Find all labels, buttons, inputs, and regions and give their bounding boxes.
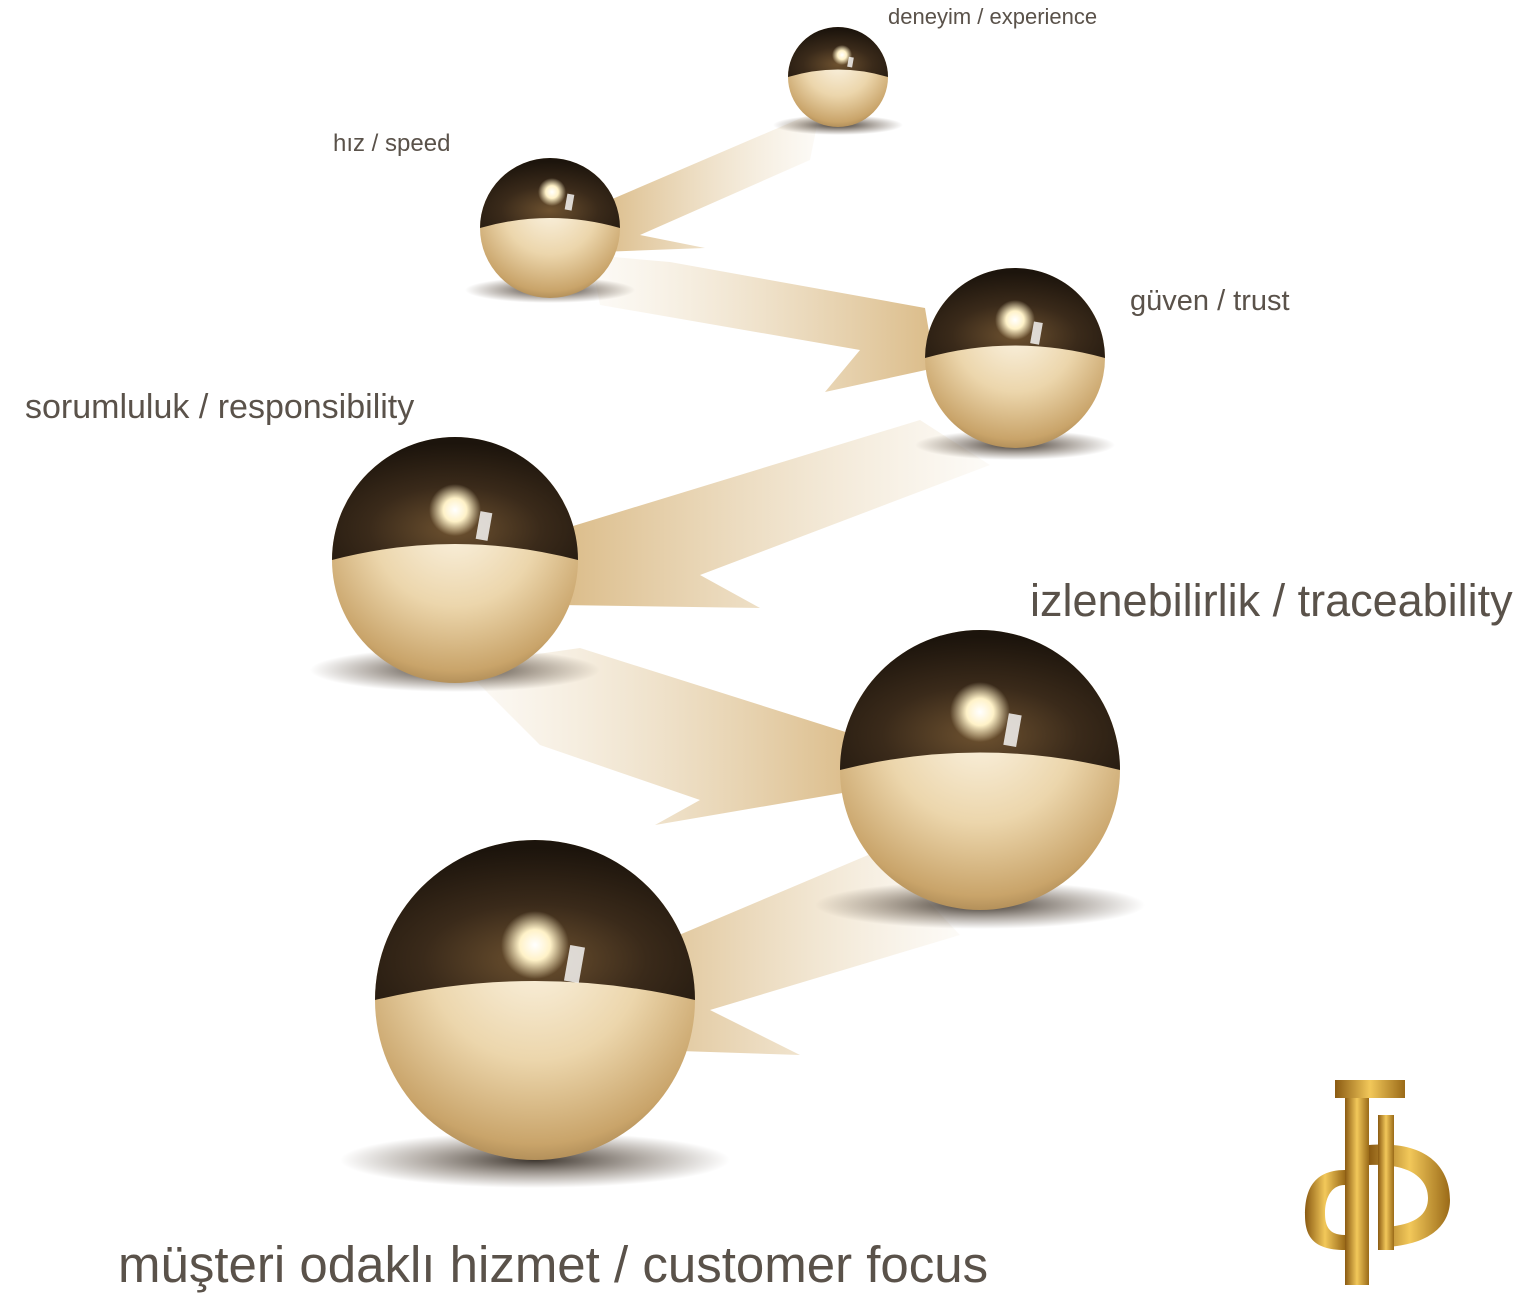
beam-experience-to-speed [600, 110, 820, 252]
label-responsibility: sorumluluk / responsibility [25, 388, 415, 426]
sphere-responsibility [310, 437, 600, 692]
label-speed: hız / speed [333, 130, 451, 157]
sphere-trust [915, 268, 1115, 460]
company-logo-icon [1305, 1080, 1450, 1285]
beam-speed-to-trust [590, 255, 935, 392]
sphere-experience [773, 27, 903, 135]
beam-responsibility-to-traceability [460, 648, 860, 825]
sphere-customer-focus [340, 840, 730, 1188]
label-traceability: izlenebilirlik / traceability [1030, 575, 1513, 626]
sphere-speed [465, 158, 635, 303]
label-trust: güven / trust [1130, 285, 1290, 317]
label-experience: deneyim / experience [888, 4, 1098, 29]
beam-trust-to-responsibility [560, 420, 990, 608]
label-customer-focus: müşteri odaklı hizmet / customer focus [118, 1236, 989, 1293]
sphere-traceability [815, 630, 1145, 929]
